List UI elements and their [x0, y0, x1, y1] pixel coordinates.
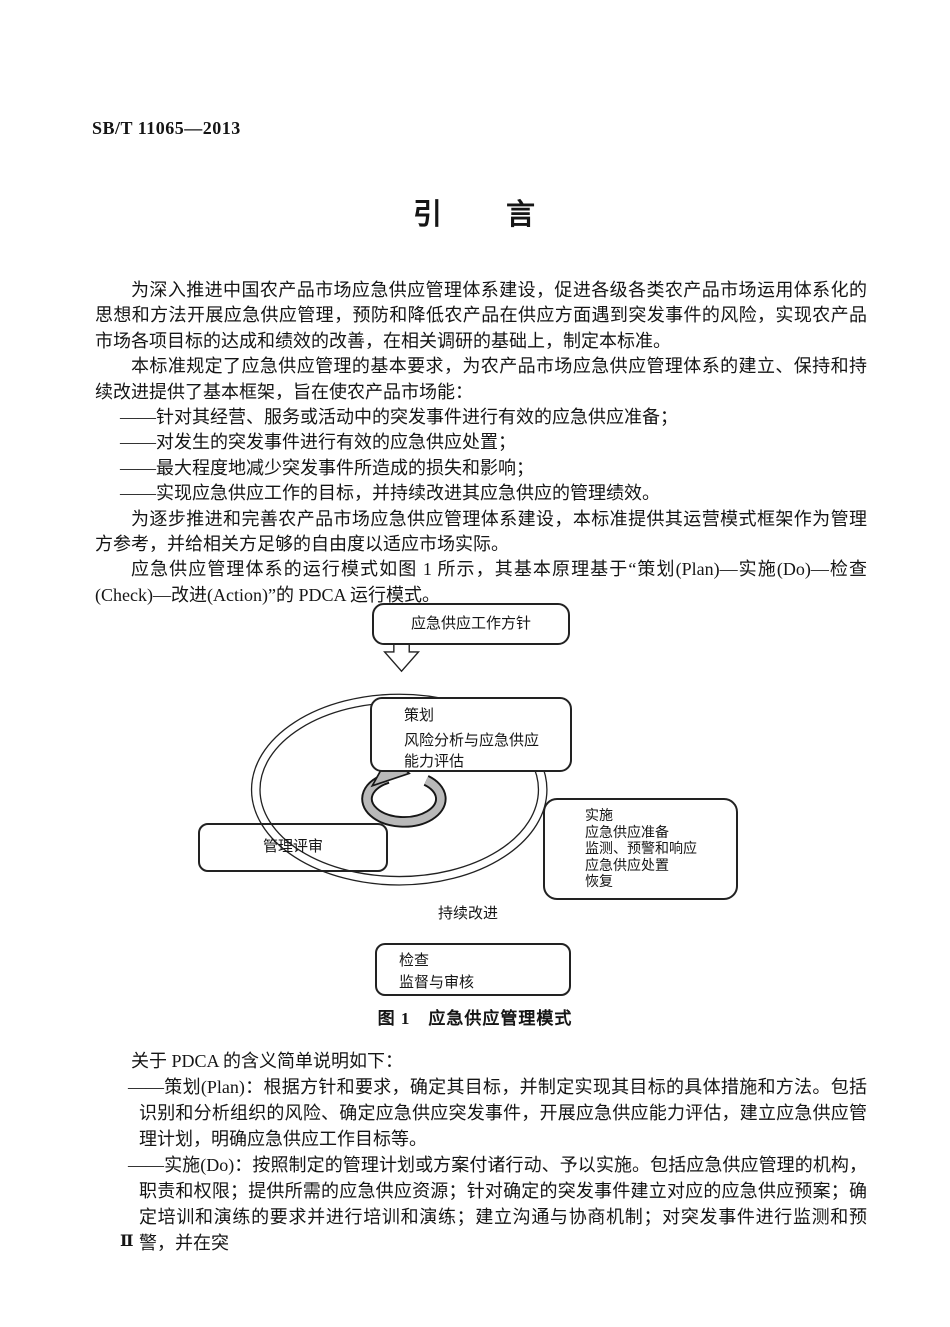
standard-code: SB/T 11065—2013 — [92, 118, 241, 138]
node-management-review: 管理评审 — [198, 823, 388, 872]
pdca-cycle-graphic — [250, 633, 548, 886]
node-check: 检查 监督与审核 — [375, 943, 571, 996]
node-do-line: 监测、预警和响应 — [585, 842, 697, 857]
node-plan-line: 风险分析与应急供应 — [404, 733, 540, 749]
goal-item: ——对发生的突发事件进行有效的应急供应处置； — [120, 432, 516, 453]
cycle-ring — [250, 693, 548, 886]
node-do: 实施 应急供应准备 监测、预警和响应 应急供应处置 恢复 — [543, 798, 738, 900]
pdca-lead: 关于 PDCA 的含义简单说明如下： — [131, 1051, 404, 1071]
goal-item: ——最大程度地减少突发事件所造成的损失和影响； — [120, 457, 534, 478]
node-policy-label: 应急供应工作方针 — [410, 615, 531, 632]
page-title: 引 言 — [412, 199, 537, 231]
node-check-title: 检查 — [399, 953, 430, 969]
node-plan: 策划 风险分析与应急供应 能力评估 — [370, 697, 572, 772]
goal-item: ——针对其经营、服务或活动中的突发事件进行有效的应急供应准备； — [120, 407, 678, 428]
page-number: Ⅱ — [120, 1233, 134, 1250]
pdca-explanation-text: 关于 PDCA 的含义简单说明如下： ——策划(Plan)：根据方针和要求，确定… — [95, 1048, 867, 1256]
node-do-line: 应急供应准备 — [585, 825, 669, 841]
intro-paragraph-1: 为深入推进中国农产品市场应急供应管理体系建设，促进各级各类农产品市场运用体系化的… — [95, 280, 867, 351]
intro-paragraph-2: 本标准规定了应急供应管理的基本要求，为农产品市场应急供应管理体系的建立、保持和持… — [95, 356, 867, 402]
intro-paragraph-3: 为逐步推进和完善农产品市场应急供应管理体系建设，本标准提供其运营模式框架作为管理… — [95, 508, 867, 555]
node-check-line: 监督与审核 — [399, 975, 475, 991]
node-plan-title: 策划 — [404, 708, 435, 724]
node-do-title: 实施 — [585, 809, 613, 824]
loop-arrow-icon — [361, 753, 447, 828]
intro-paragraph-4: 应急供应管理体系的运行模式如图 1 所示，其基本原理基于“策划(Plan)—实施… — [95, 559, 867, 605]
figure-caption: 图 1 应急供应管理模式 — [377, 1009, 573, 1028]
node-policy: 应急供应工作方针 — [372, 603, 570, 645]
continuous-improvement-label: 持续改进 — [437, 906, 498, 922]
goal-item: ——实现应急供应工作的目标，并持续改进其应急供应的管理绩效。 — [120, 483, 660, 504]
node-review-label: 管理评审 — [262, 839, 323, 855]
node-do-line: 恢复 — [585, 875, 613, 890]
node-plan-line: 能力评估 — [404, 754, 465, 770]
node-do-line: 应急供应处置 — [585, 858, 669, 874]
introduction-text: 为深入推进中国农产品市场应急供应管理体系建设，促进各级各类农产品市场运用体系化的… — [95, 278, 867, 608]
down-arrow-icon — [383, 633, 420, 673]
pdca-item-plan: ——策划(Plan)：根据方针和要求，确定其目标，并制定实现其目标的具体措施和方… — [128, 1077, 867, 1149]
pdca-item-do: ——实施(Do)：按照制定的管理计划或方案付诸行动、予以实施。包括应急供应管理的… — [128, 1155, 867, 1253]
